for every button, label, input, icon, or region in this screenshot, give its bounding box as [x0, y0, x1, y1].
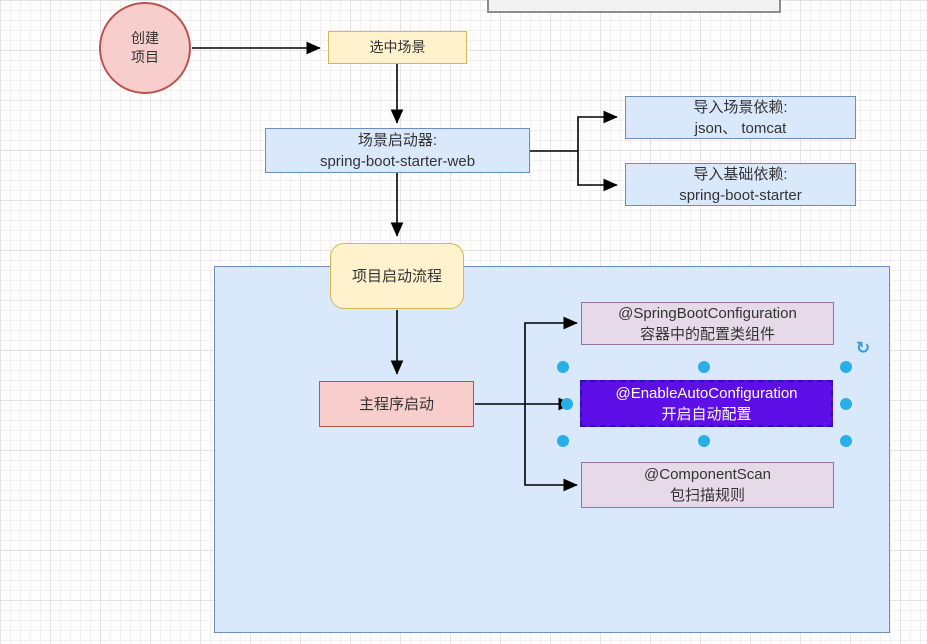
- rotate-handle-icon[interactable]: ↻: [855, 338, 871, 358]
- node-label: spring-boot-starter-web: [319, 152, 476, 170]
- partial-toolbar-fragment: [487, 0, 781, 13]
- node-label: 项目: [131, 49, 159, 65]
- node-label: json、 tomcat: [694, 119, 787, 137]
- selection-handle-top-left[interactable]: [557, 361, 569, 373]
- node-label: 选中场景: [369, 39, 426, 55]
- node-create-project[interactable]: 创建 项目: [99, 2, 191, 94]
- node-label: spring-boot-starter: [679, 186, 802, 204]
- node-label: 包扫描规则: [669, 487, 745, 504]
- node-startup-flow[interactable]: 项目启动流程: [330, 243, 464, 309]
- node-label: 导入基础依赖:: [693, 165, 788, 183]
- edge-starter-to-scene-deps[interactable]: [577, 110, 618, 151]
- selection-handle-top-center[interactable]: [698, 361, 710, 373]
- selection-handle-bottom-center[interactable]: [698, 435, 710, 447]
- selection-handle-bottom-left[interactable]: [557, 435, 569, 447]
- node-label: 开启自动配置: [661, 405, 752, 423]
- node-main-program[interactable]: 主程序启动: [319, 381, 474, 427]
- node-component-scan[interactable]: @ComponentScan 包扫描规则: [581, 462, 834, 508]
- node-label: @EnableAutoConfiguration: [615, 384, 798, 402]
- node-scene-deps[interactable]: 导入场景依赖: json、 tomcat: [625, 96, 856, 139]
- node-label: @SpringBootConfiguration: [618, 304, 797, 322]
- node-label: 场景启动器:: [357, 131, 438, 149]
- node-scene-starter[interactable]: 场景启动器: spring-boot-starter-web: [265, 128, 530, 173]
- selection-handle-bottom-right[interactable]: [840, 435, 852, 447]
- node-label: 导入场景依赖:: [693, 98, 788, 116]
- node-spring-boot-configuration[interactable]: @SpringBootConfiguration 容器中的配置类组件: [581, 302, 834, 345]
- node-label: 主程序启动: [358, 395, 434, 413]
- node-enable-auto-configuration[interactable]: @EnableAutoConfiguration 开启自动配置: [580, 380, 833, 427]
- node-label: @ComponentScan: [644, 466, 771, 483]
- node-label: 项目启动流程: [351, 267, 442, 285]
- selection-handle-top-right[interactable]: [840, 361, 852, 373]
- node-base-deps[interactable]: 导入基础依赖: spring-boot-starter: [625, 163, 856, 206]
- selection-handle-mid-right[interactable]: [840, 398, 852, 410]
- node-label: 创建: [131, 30, 159, 46]
- selection-handle-mid-left[interactable]: [561, 398, 573, 410]
- edge-starter-to-base-deps[interactable]: [577, 151, 618, 192]
- node-select-scene[interactable]: 选中场景: [328, 31, 467, 64]
- node-label: 容器中的配置类组件: [639, 325, 775, 343]
